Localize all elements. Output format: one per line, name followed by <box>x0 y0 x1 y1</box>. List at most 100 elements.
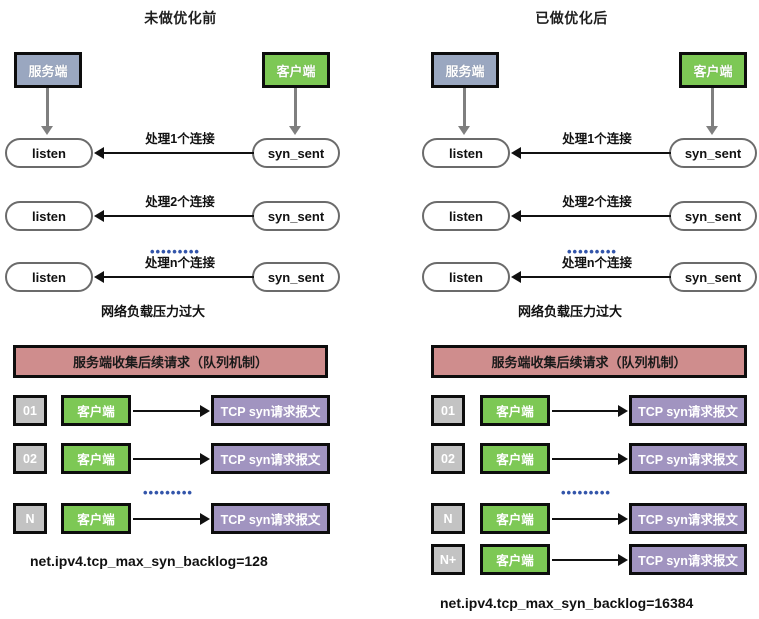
queue-packet-box-left-3: TCP syn请求报文 <box>211 503 330 534</box>
queue-client-label: 客户端 <box>496 453 534 467</box>
flow-line-row2-left <box>104 215 254 217</box>
queue-index-box-right-2: 02 <box>431 443 465 474</box>
queue-banner-left: 服务端收集后续请求（队列机制） <box>13 345 328 378</box>
handshake-ellipsis-left: ••••••••• <box>150 244 200 259</box>
queue-arrow-line-right-2 <box>552 458 619 460</box>
syn-sent-label: syn_sent <box>267 145 325 161</box>
listen-pill-row2-right: listen <box>422 201 510 231</box>
queue-index-label: N <box>25 511 35 526</box>
client-box-label: 客户端 <box>276 63 316 79</box>
sysctl-value-right: net.ipv4.tcp_max_syn_backlog=16384 <box>440 595 694 611</box>
queue-packet-label: TCP syn请求报文 <box>638 513 738 527</box>
network-pressure-caption-right: 网络负载压力过大 <box>518 304 623 319</box>
flow-arrowhead-row2-left <box>94 210 104 222</box>
listen-label: listen <box>449 145 483 161</box>
syn-sent-pill-row1-right: syn_sent <box>669 138 757 168</box>
queue-client-box-right-2: 客户端 <box>480 443 550 474</box>
client-down-arrowhead-right <box>706 126 718 135</box>
listen-label: listen <box>32 145 66 161</box>
queue-index-box-left-2: 02 <box>13 443 47 474</box>
flow-line-row3-right <box>521 276 671 278</box>
syn-sent-pill-row2-right: syn_sent <box>669 201 757 231</box>
queue-packet-label: TCP syn请求报文 <box>638 405 738 419</box>
queue-client-label: 客户端 <box>77 513 115 527</box>
queue-client-label: 客户端 <box>496 513 534 527</box>
flow-arrowhead-row3-left <box>94 271 104 283</box>
listen-label: listen <box>449 269 483 285</box>
queue-packet-label: TCP syn请求报文 <box>220 513 321 527</box>
queue-arrow-line-left-1 <box>133 410 201 412</box>
server-down-line-left <box>46 88 49 128</box>
queue-client-label: 客户端 <box>77 453 115 467</box>
queue-index-box-right-4: N+ <box>431 544 465 575</box>
panel-before-optimization: 未做优化前 服务端 客户端 listen syn_sent 处理1个连接 lis… <box>0 0 379 619</box>
queue-arrowhead-right-4 <box>618 554 628 566</box>
handshake-ellipsis-right: ••••••••• <box>567 244 617 259</box>
queue-packet-box-right-1: TCP syn请求报文 <box>629 395 747 426</box>
listen-pill-row1-left: listen <box>5 138 93 168</box>
queue-index-box-left-3: N <box>13 503 47 534</box>
queue-packet-label: TCP syn请求报文 <box>220 405 321 419</box>
syn-sent-label: syn_sent <box>684 208 742 224</box>
server-down-line-right <box>463 88 466 128</box>
queue-arrow-line-right-1 <box>552 410 619 412</box>
queue-arrowhead-right-2 <box>618 453 628 465</box>
server-box-left: 服务端 <box>14 52 82 88</box>
syn-sent-pill-row1-left: syn_sent <box>252 138 340 168</box>
queue-ellipsis-right: ••••••••• <box>561 485 611 500</box>
client-down-line-right <box>711 88 714 128</box>
queue-banner-right: 服务端收集后续请求（队列机制） <box>431 345 747 378</box>
panel-after-optimization: 已做优化后 服务端 客户端 listen syn_sent 处理1个连接 lis… <box>380 0 759 619</box>
queue-client-label: 客户端 <box>77 405 115 419</box>
queue-index-box-right-1: 01 <box>431 395 465 426</box>
queue-index-box-left-1: 01 <box>13 395 47 426</box>
flow-arrowhead-row3-right <box>511 271 521 283</box>
syn-sent-label: syn_sent <box>684 145 742 161</box>
queue-arrow-line-right-4 <box>552 559 619 561</box>
server-down-arrowhead-right <box>458 126 470 135</box>
listen-pill-row2-left: listen <box>5 201 93 231</box>
queue-packet-box-left-1: TCP syn请求报文 <box>211 395 330 426</box>
queue-client-box-left-1: 客户端 <box>61 395 131 426</box>
queue-index-label: 02 <box>441 451 455 466</box>
queue-packet-box-right-4: TCP syn请求报文 <box>629 544 747 575</box>
listen-pill-row3-right: listen <box>422 262 510 292</box>
flow-line-row1-left <box>104 152 254 154</box>
flow-label-row1-right: 处理1个连接 <box>562 132 632 146</box>
server-down-arrowhead-left <box>41 126 53 135</box>
queue-packet-box-right-3: TCP syn请求报文 <box>629 503 747 534</box>
queue-packet-label: TCP syn请求报文 <box>638 453 738 467</box>
queue-client-box-left-3: 客户端 <box>61 503 131 534</box>
flow-label-row3-left: 处理n个连接 <box>144 256 216 270</box>
queue-index-label: N <box>443 511 453 526</box>
listen-label: listen <box>449 208 483 224</box>
queue-arrowhead-right-3 <box>618 513 628 525</box>
queue-packet-box-right-2: TCP syn请求报文 <box>629 443 747 474</box>
client-box-label: 客户端 <box>693 63 733 79</box>
queue-packet-box-left-2: TCP syn请求报文 <box>211 443 330 474</box>
server-box-label: 服务端 <box>445 63 485 79</box>
queue-arrowhead-right-1 <box>618 405 628 417</box>
listen-pill-row1-right: listen <box>422 138 510 168</box>
queue-arrowhead-left-1 <box>200 405 210 417</box>
listen-label: listen <box>32 269 66 285</box>
client-down-arrowhead-left <box>289 126 301 135</box>
listen-pill-row3-left: listen <box>5 262 93 292</box>
flow-label-row3-right: 处理n个连接 <box>561 256 633 270</box>
listen-label: listen <box>32 208 66 224</box>
queue-index-box-right-3: N <box>431 503 465 534</box>
queue-arrow-line-left-3 <box>133 518 201 520</box>
queue-arrow-line-left-2 <box>133 458 201 460</box>
syn-sent-pill-row3-right: syn_sent <box>669 262 757 292</box>
syn-sent-label: syn_sent <box>267 269 325 285</box>
flow-line-row2-right <box>521 215 671 217</box>
flow-line-row1-right <box>521 152 671 154</box>
server-box-right: 服务端 <box>431 52 499 88</box>
queue-index-label: 02 <box>23 451 37 466</box>
syn-sent-pill-row3-left: syn_sent <box>252 262 340 292</box>
queue-arrowhead-left-2 <box>200 453 210 465</box>
queue-arrow-line-right-3 <box>552 518 619 520</box>
queue-banner-label: 服务端收集后续请求（队列机制） <box>491 355 687 370</box>
syn-sent-pill-row2-left: syn_sent <box>252 201 340 231</box>
client-down-line-left <box>294 88 297 128</box>
